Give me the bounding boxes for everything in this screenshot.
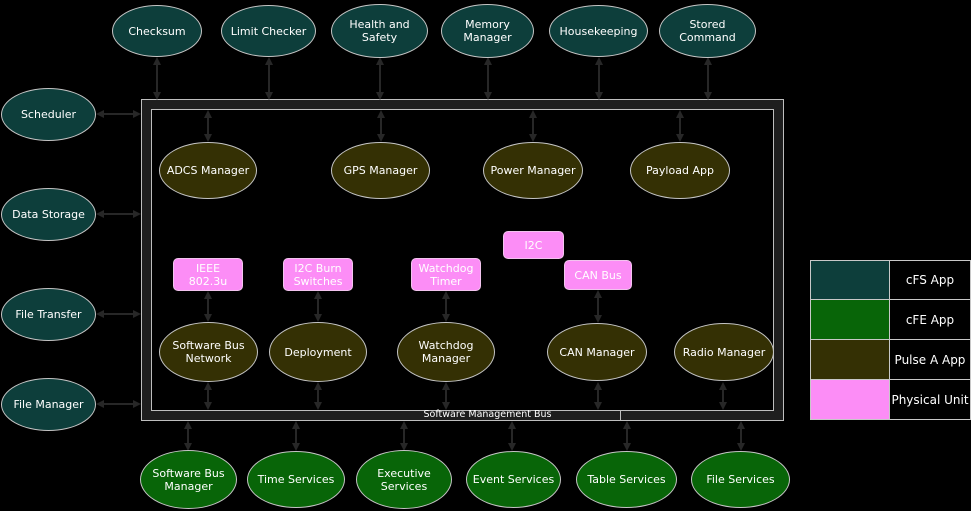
- node-i2c-burn-switches: I2C Burn Switches: [283, 258, 353, 291]
- node-file-transfer: File Transfer: [1, 288, 96, 341]
- node-gps-manager: GPS Manager: [331, 142, 430, 199]
- arrow-i2c-burn-deployment: [314, 291, 322, 322]
- arrow-limit-checker-bus: [265, 57, 273, 100]
- legend-label-pulse-a-app: Pulse A App: [890, 340, 971, 380]
- arrow-checksum-bus: [153, 57, 161, 100]
- arrow-scheduler-bus: [96, 110, 141, 118]
- node-file-services: File Services: [691, 451, 790, 508]
- legend-label-cfs-app: cFS App: [890, 260, 971, 300]
- legend-row-cfe-app: cFE App: [810, 300, 971, 340]
- node-event-services: Event Services: [466, 451, 561, 508]
- node-power-manager: Power Manager: [483, 142, 583, 199]
- arrow-software-bus-network-bus: [204, 382, 212, 410]
- node-payload-app: Payload App: [630, 142, 730, 199]
- arrow-radio-manager-bus: [719, 382, 727, 410]
- arrow-can-manager-bus: [594, 382, 602, 410]
- arrow-bus-event-services: [508, 421, 516, 451]
- legend-swatch-physical-unit: [810, 380, 890, 420]
- node-software-bus-manager: Software Bus Manager: [140, 450, 237, 509]
- arrow-memory-manager-bus: [484, 57, 492, 100]
- arrow-file-manager-bus: [96, 400, 141, 408]
- node-adcs-manager: ADCS Manager: [159, 142, 257, 199]
- node-limit-checker: Limit Checker: [221, 5, 316, 57]
- arrow-bus-software-bus-manager: [184, 421, 192, 451]
- node-stored-command: Stored Command: [659, 4, 756, 58]
- node-can-bus: CAN Bus: [564, 260, 632, 290]
- legend-swatch-cfe-app: [810, 300, 890, 340]
- node-watchdog-manager: Watchdog Manager: [397, 322, 495, 382]
- legend-row-pulse-a-app: Pulse A App: [810, 340, 971, 380]
- node-data-storage: Data Storage: [1, 188, 96, 241]
- arrow-housekeeping-bus: [595, 57, 603, 100]
- arrow-can-bus-can-manager: [594, 290, 602, 323]
- arrow-watchdog-manager-bus: [442, 382, 450, 410]
- arrow-stored-command-bus: [704, 57, 712, 100]
- node-time-services: Time Services: [247, 451, 345, 508]
- legend-label-cfe-app: cFE App: [890, 300, 971, 340]
- node-radio-manager: Radio Manager: [674, 323, 774, 381]
- arrow-bus-table-services: [623, 421, 631, 451]
- arrow-data-storage-bus: [96, 210, 141, 218]
- node-memory-manager: Memory Manager: [441, 4, 534, 58]
- arrow-bus-power-manager: [529, 110, 537, 142]
- arrow-bus-payload-app: [676, 110, 684, 142]
- arrow-watchdog-timer-manager: [442, 291, 450, 322]
- node-deployment: Deployment: [269, 322, 367, 382]
- node-can-manager: CAN Manager: [547, 323, 647, 381]
- node-scheduler: Scheduler: [1, 88, 96, 141]
- node-table-services: Table Services: [576, 451, 677, 508]
- arrow-bus-time-services: [292, 421, 300, 451]
- node-housekeeping: Housekeeping: [549, 5, 648, 57]
- node-i2c: I2C: [503, 231, 564, 259]
- legend-label-physical-unit: Physical Unit: [890, 380, 971, 420]
- legend-row-physical-unit: Physical Unit: [810, 380, 971, 420]
- arrow-file-transfer-bus: [96, 310, 141, 318]
- legend-row-cfs-app: cFS App: [810, 260, 971, 300]
- node-checksum: Checksum: [112, 5, 202, 57]
- node-software-bus-network: Software Bus Network: [159, 322, 258, 382]
- bus-seam-divider: [620, 411, 621, 421]
- legend-swatch-pulse-a-app: [810, 340, 890, 380]
- node-health-and-safety: Health and Safety: [331, 4, 428, 58]
- arrow-health-safety-bus: [376, 57, 384, 100]
- legend-swatch-cfs-app: [810, 260, 890, 300]
- legend: cFS App cFE App Pulse A App Physical Uni…: [810, 260, 971, 420]
- node-ieee-8023u: IEEE 802.3u: [173, 258, 243, 291]
- arrow-bus-gps-manager: [377, 110, 385, 142]
- arrow-bus-file-services: [737, 421, 745, 451]
- arrow-bus-executive-services: [400, 421, 408, 451]
- arrow-ieee-software-bus-network: [204, 291, 212, 322]
- node-file-manager: File Manager: [1, 378, 96, 431]
- arrow-deployment-bus: [314, 382, 322, 410]
- arrow-bus-adcs-manager: [204, 110, 212, 142]
- node-executive-services: Executive Services: [356, 450, 452, 509]
- bus-label: Software Management Bus: [423, 409, 552, 420]
- node-watchdog-timer: Watchdog Timer: [411, 258, 481, 291]
